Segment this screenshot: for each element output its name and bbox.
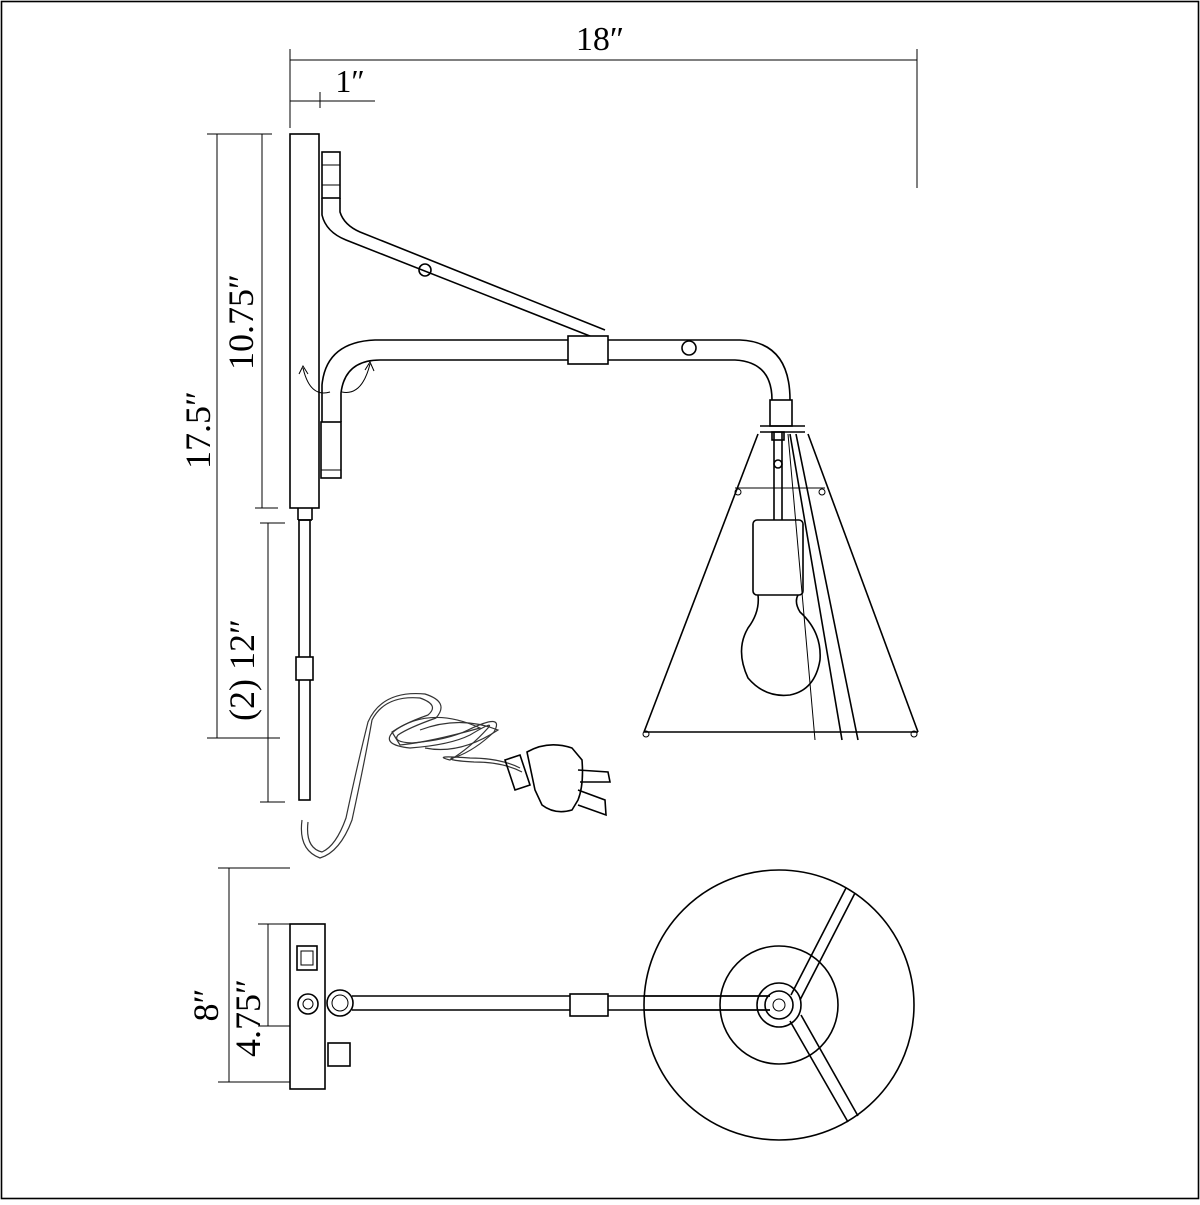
dim-plate-width: 8″ bbox=[186, 867, 290, 1083]
dim-label-1: 1″ bbox=[335, 63, 364, 99]
power-plug bbox=[503, 744, 611, 817]
dim-label-8: 8″ bbox=[186, 989, 226, 1022]
light-bulb bbox=[740, 519, 821, 697]
wall-plate-side bbox=[289, 133, 342, 521]
dim-arm-height: 10.75″ bbox=[221, 134, 278, 509]
lamp-shade-top bbox=[643, 869, 915, 1141]
dim-label-4-75: 4.75″ bbox=[228, 979, 268, 1057]
swing-arm bbox=[321, 335, 791, 422]
lamp-shade-side bbox=[642, 399, 919, 741]
dim-plate-inner: 4.75″ bbox=[228, 923, 290, 1057]
cord-rod bbox=[295, 519, 314, 801]
dim-height-overall: 17.5″ bbox=[178, 133, 280, 739]
swing-arm-top bbox=[326, 989, 770, 1017]
dim-label-10-75: 10.75″ bbox=[221, 274, 261, 370]
swivel-arrow-icon bbox=[298, 360, 375, 394]
dim-backplate-depth: 1″ bbox=[290, 63, 375, 108]
dim-width-overall: 18″ bbox=[289, 21, 918, 188]
dim-cord-rods: (2) 12″ bbox=[222, 522, 285, 803]
power-cord bbox=[300, 692, 523, 859]
dim-label-18: 18″ bbox=[576, 21, 624, 58]
dim-label-17-5: 17.5″ bbox=[178, 391, 218, 469]
support-arm bbox=[321, 198, 606, 341]
dim-label-2-12: (2) 12″ bbox=[222, 619, 262, 721]
wall-plate-top bbox=[289, 923, 351, 1090]
